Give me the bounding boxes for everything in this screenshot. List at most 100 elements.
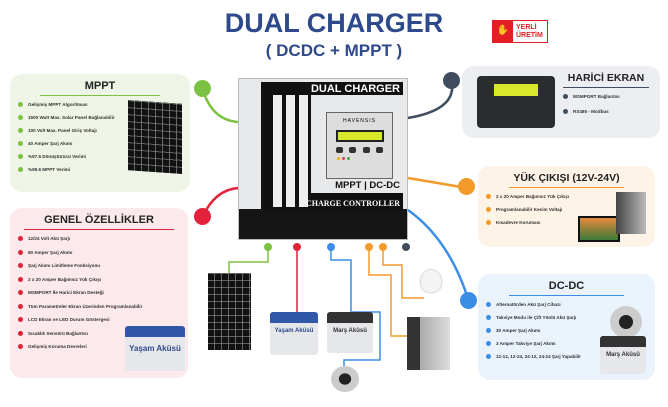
device-control-panel: HAVENSIS bbox=[326, 112, 393, 179]
feature-text: LCD Ekran ve LED Durum Göstergesi bbox=[28, 317, 110, 322]
yerli-uretim-logo: ✋ YERLİ ÜRETİM bbox=[492, 20, 548, 43]
feature-item: Alternatörden Akü Şarj Cihazı bbox=[486, 302, 647, 307]
feature-text: 40 Amper Şarj Akımı bbox=[28, 141, 73, 146]
dual-charger-device: DUAL CHARGER HAVENSIS MPPT | DC-DC CHARG… bbox=[238, 78, 408, 240]
down-button[interactable] bbox=[375, 147, 383, 153]
feature-item: Kısadevre Koruması bbox=[486, 220, 647, 225]
load1-terminal-dot bbox=[365, 243, 373, 251]
bullet-icon bbox=[486, 220, 491, 225]
device-logo: HAVENSIS bbox=[343, 118, 376, 124]
bottom-alternator-image bbox=[331, 366, 359, 392]
solar-terminal-dot bbox=[264, 243, 272, 251]
feature-item: %97.5 Dönüştürücü Verimi bbox=[18, 154, 182, 159]
yasam-battery-image: Yaşam Aküsü bbox=[125, 326, 185, 371]
tv-image bbox=[578, 216, 620, 242]
feature-text: MSMPORT Bağlantısı bbox=[573, 94, 620, 99]
yuk-cikisi-panel: YÜK ÇIKIŞI (12V-24V) 2 x 20 Amper Bağıms… bbox=[478, 166, 655, 247]
yuk-title: YÜK ÇIKIŞI (12V-24V) bbox=[509, 172, 624, 188]
display-terminal-dot bbox=[402, 243, 410, 251]
feature-item: 40 Amper Şarj Akımı bbox=[18, 141, 182, 146]
mppt-panel: MPPT Gelişmiş MPPT Algoritması 1500 Watt … bbox=[10, 74, 190, 192]
feature-text: Alternatörden Akü Şarj Cihazı bbox=[496, 302, 561, 307]
feature-item: RS485 - Modbus bbox=[563, 109, 649, 114]
mars-battery-image: Marş Aküsü bbox=[600, 336, 646, 374]
yuk-connector-dot bbox=[458, 178, 475, 195]
feature-text: 2 x 20 Amper Bağımsız Yük Çıkışı bbox=[496, 194, 570, 199]
bullet-icon bbox=[486, 341, 491, 346]
bullet-icon bbox=[18, 317, 23, 322]
bottom-fridge-image bbox=[407, 317, 450, 370]
feature-text: 30 Amper Şarj Akımı bbox=[496, 328, 541, 333]
harici-title: HARİCİ EKRAN bbox=[563, 72, 649, 88]
load2-terminal-dot bbox=[379, 243, 387, 251]
feature-item: 60 Amper Şarj Akımı bbox=[18, 249, 180, 255]
bullet-icon bbox=[18, 344, 23, 349]
feature-item: Gelişmiş MPPT Algoritması bbox=[18, 102, 182, 107]
up-button[interactable] bbox=[362, 147, 370, 153]
mppt-title: MPPT bbox=[40, 80, 160, 96]
bullet-icon bbox=[18, 263, 23, 268]
feature-text: Gelişmiş MPPT Algoritması bbox=[28, 102, 88, 107]
feature-text: 3 Amper Takviye Şarj Akımı bbox=[496, 341, 556, 346]
feature-text: 60 Amper Şarj Akımı bbox=[28, 249, 73, 255]
mppt-feature-list: Gelişmiş MPPT Algoritması 1500 Watt Max. … bbox=[18, 102, 182, 172]
feature-item: Sıcaklık Sensörü Bağlantısı bbox=[18, 330, 180, 336]
harici-connector-dot bbox=[443, 72, 460, 89]
bullet-icon bbox=[18, 141, 23, 146]
solar-panel-image bbox=[128, 100, 182, 174]
light-bulb-image bbox=[421, 270, 441, 292]
feature-text: 2 x 20 Amper Bağımsız Yük Çıkışı bbox=[28, 276, 102, 282]
fridge-image bbox=[616, 192, 646, 234]
feature-text: %97.5 Dönüştürücü Verimi bbox=[28, 154, 86, 159]
feature-item: 100 Volt Max. Panel Giriş Voltajı bbox=[18, 128, 182, 133]
bullet-icon bbox=[18, 154, 23, 159]
feature-text: Gelişmiş Koruma Devreleri bbox=[28, 344, 87, 349]
bullet-icon bbox=[486, 328, 491, 333]
bullet-icon bbox=[486, 302, 491, 307]
bullet-icon bbox=[18, 276, 23, 282]
bottom-mars-battery: Marş Aküsü bbox=[327, 312, 373, 353]
page-subtitle: ( DCDC + MPPT ) bbox=[265, 41, 403, 60]
handshake-icon: ✋ bbox=[493, 21, 513, 42]
feature-item: 12/24 Volt Akü Şarjı bbox=[18, 236, 180, 241]
device-brand: DUAL CHARGER bbox=[310, 83, 400, 95]
feature-item: 1500 Watt Max. Solar Panel Bağlanabilir bbox=[18, 115, 182, 120]
bullet-icon bbox=[486, 354, 491, 359]
feature-text: 1500 Watt Max. Solar Panel Bağlanabilir bbox=[28, 115, 115, 120]
alternator-image bbox=[610, 306, 642, 338]
logo-line1: YERLİ bbox=[516, 23, 537, 31]
feature-text: Şarj Akımı Limitleme Fonksiyonu bbox=[28, 263, 101, 268]
left-button[interactable] bbox=[336, 147, 344, 153]
feature-item: 12-12, 12-24, 24-12, 24-24 Şarj Yapabili… bbox=[486, 354, 647, 359]
bullet-icon bbox=[563, 109, 568, 114]
genel-connector-dot bbox=[194, 208, 211, 225]
external-display-image bbox=[477, 76, 555, 128]
feature-text: RS485 - Modbus bbox=[573, 109, 609, 114]
feature-item: 30 Amper Şarj Akımı bbox=[486, 328, 647, 333]
device-subtitle: CHARGE CONTROLLER bbox=[305, 199, 400, 208]
bullet-icon bbox=[486, 207, 491, 212]
battery-label: Marş Aküsü bbox=[333, 328, 367, 334]
bullet-icon bbox=[18, 303, 23, 309]
device-mode: MPPT | DC-DC bbox=[335, 180, 400, 191]
bullet-icon bbox=[18, 167, 23, 172]
feature-item: Şarj Akımı Limitleme Fonksiyonu bbox=[18, 263, 180, 268]
ok-button[interactable] bbox=[349, 147, 357, 153]
feature-item: MSMPORT Bağlantısı bbox=[563, 94, 649, 99]
dcdc-connector-dot bbox=[460, 292, 477, 309]
feature-text: Sıcaklık Sensörü Bağlantısı bbox=[28, 330, 88, 336]
page-title: DUAL CHARGER bbox=[224, 8, 444, 38]
bullet-icon bbox=[563, 94, 568, 99]
bullet-icon bbox=[486, 194, 491, 199]
feature-text: 12-12, 12-24, 24-12, 24-24 Şarj Yapabili… bbox=[496, 354, 581, 359]
bullet-icon bbox=[18, 102, 23, 107]
mppt-connector-dot bbox=[194, 80, 211, 97]
feature-item: 2 x 20 Amper Bağımsız Yük Çıkışı bbox=[486, 194, 647, 199]
feature-item: 3 Amper Takviye Şarj Akımı bbox=[486, 341, 647, 346]
feature-text: 12/24 Volt Akü Şarjı bbox=[28, 236, 71, 241]
